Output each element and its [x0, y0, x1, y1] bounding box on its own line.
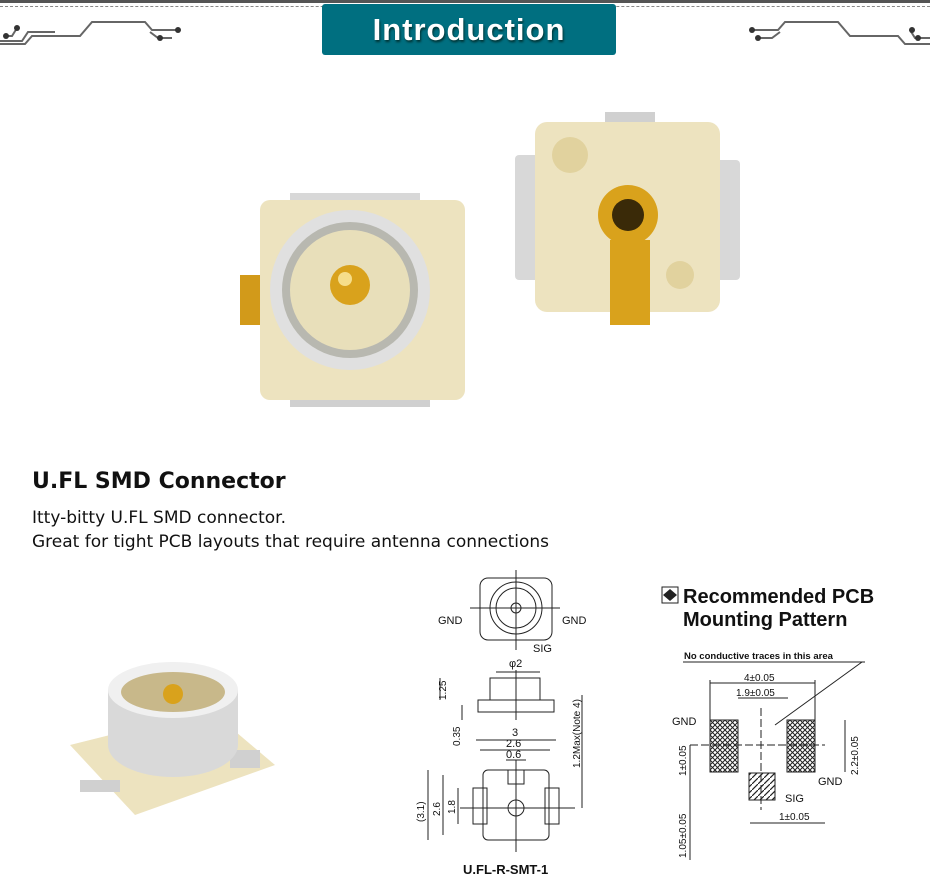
connector-dimension-drawing: GND GND SIG φ2 1.25 0.35 3 2.6 0.6 1.2Ma… [416, 570, 587, 877]
dim-2-2: 2.2±0.05 [850, 736, 861, 775]
pcb-title-line-1: Recommended PCB [683, 586, 874, 608]
sig-label: SIG [533, 643, 552, 655]
circuit-trace-right-icon [749, 21, 930, 45]
header-line [0, 0, 930, 3]
dim-4: 4±0.05 [744, 673, 775, 684]
connector-photo-bottom [515, 112, 740, 325]
dim-1-horizontal: 1±0.05 [779, 812, 810, 823]
connector-photo-top [240, 193, 465, 407]
no-traces-note: No conductive traces in this area [684, 651, 834, 662]
dim-3-1: (3.1) [416, 801, 427, 822]
diameter-label: φ2 [509, 658, 522, 670]
dim-2-6: 2.6 [506, 738, 521, 750]
pcb-gnd-right-label: GND [818, 776, 843, 788]
introduction-banner: Introduction [322, 4, 616, 55]
product-description-line-2: Great for tight PCB layouts that require… [32, 532, 550, 552]
pcb-gnd-left-label: GND [672, 716, 697, 728]
dim-2-6-vertical: 2.6 [432, 802, 443, 816]
gnd-left-label: GND [438, 615, 463, 627]
dim-1-9: 1.9±0.05 [736, 688, 775, 699]
connector-photo-angled [70, 662, 275, 815]
dim-1-8: 1.8 [447, 800, 458, 814]
dim-1-25: 1.25 [438, 680, 449, 700]
gnd-right-label: GND [562, 615, 587, 627]
dim-0-6: 0.6 [506, 749, 521, 761]
pcb-title-line-2: Mounting Pattern [683, 609, 847, 631]
product-title: U.FL SMD Connector [32, 469, 286, 494]
dim-1-2-max: 1.2Max(Note 4) [572, 699, 583, 768]
dim-3: 3 [512, 727, 518, 739]
dim-0-35: 0.35 [452, 726, 463, 746]
pcb-mounting-pattern: Recommended PCB Mounting Pattern No cond… [661, 586, 874, 860]
part-number: U.FL-R-SMT-1 [463, 862, 548, 877]
product-description-line-1: Itty-bitty U.FL SMD connector. [32, 508, 287, 528]
dim-1-05: 1.05±0.05 [678, 813, 689, 858]
pcb-sig-label: SIG [785, 793, 804, 805]
dim-1-vertical: 1±0.05 [678, 745, 689, 776]
circuit-trace-left-icon [0, 21, 181, 45]
